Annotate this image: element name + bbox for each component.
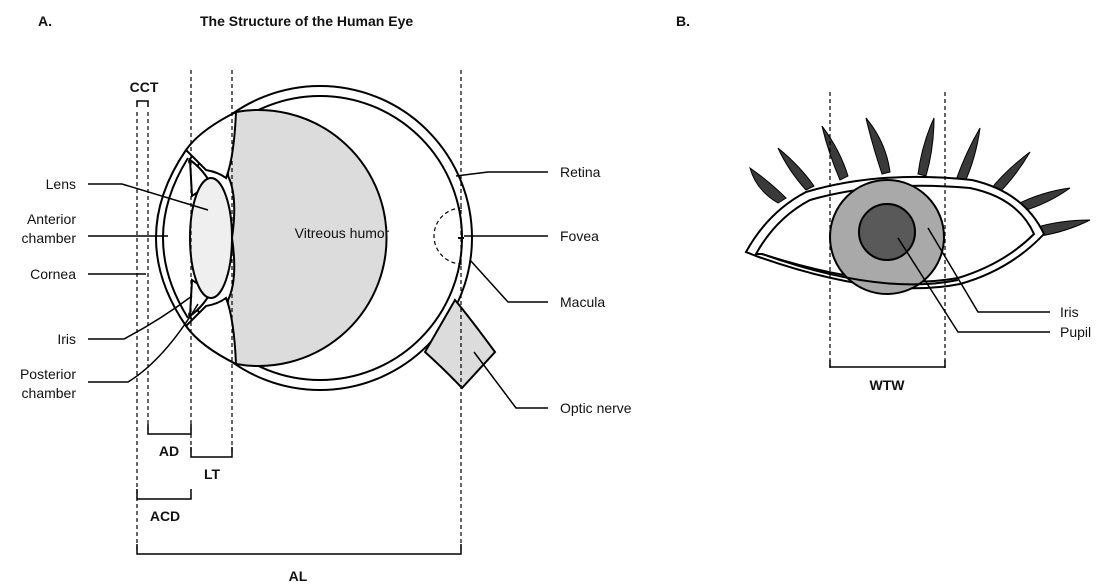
cct-bracket <box>137 101 148 107</box>
lens <box>190 178 232 298</box>
fovea-label: Fovea <box>560 228 599 244</box>
posterior-chamber-leader <box>88 304 198 382</box>
panel-b-letter: B. <box>676 13 690 29</box>
lt-label: LT <box>204 466 221 482</box>
optic-nerve-label: Optic nerve <box>560 400 632 416</box>
anterior-chamber-label-2: chamber <box>22 230 77 246</box>
right-labels: Retina Fovea Macula Optic nerve <box>560 164 632 416</box>
panel-a: A. The Structure of the Human Eye <box>20 13 632 584</box>
anterior-chamber <box>165 160 193 316</box>
cornea-label: Cornea <box>30 266 76 282</box>
iris-b-label: Iris <box>1060 304 1079 320</box>
eyelash-4 <box>866 118 890 174</box>
macula-leader <box>470 260 548 302</box>
eyelash-5 <box>918 118 934 176</box>
acd-bracket <box>137 489 191 499</box>
retina-label: Retina <box>560 164 601 180</box>
al-bracket <box>137 544 461 554</box>
vitreous-humor-label: Vitreous humor <box>295 225 390 241</box>
wtw-bracket <box>830 360 945 367</box>
iris-label: Iris <box>57 331 76 347</box>
eyelash-1 <box>750 168 786 203</box>
pupil-b-label: Pupil <box>1060 324 1091 340</box>
posterior-chamber-label-2: chamber <box>22 385 77 401</box>
panel-a-letter: A. <box>38 13 52 29</box>
panel-b: B. WTW Iris Pupil <box>676 13 1091 393</box>
macula-label: Macula <box>560 294 605 310</box>
eyeball: Vitreous humor <box>156 86 495 390</box>
left-labels: Lens Anterior chamber Cornea Iris Poster… <box>20 176 76 401</box>
acd-label: ACD <box>150 508 180 524</box>
iris-leader <box>88 296 192 339</box>
lt-bracket <box>191 447 232 457</box>
ad-bracket <box>148 424 191 434</box>
wtw-label: WTW <box>870 377 906 393</box>
lens-label: Lens <box>46 176 76 192</box>
anterior-chamber-label-1: Anterior <box>27 211 76 227</box>
retina-leader <box>456 172 548 176</box>
ad-label: AD <box>159 443 179 459</box>
cct-label: CCT <box>130 79 159 95</box>
al-label: AL <box>289 568 308 584</box>
panel-a-title: The Structure of the Human Eye <box>200 13 413 29</box>
eyelash-6 <box>956 128 980 184</box>
posterior-chamber-label-1: Posterior <box>20 366 76 382</box>
eyelash-2 <box>778 148 814 190</box>
eyelash-3 <box>822 126 848 180</box>
